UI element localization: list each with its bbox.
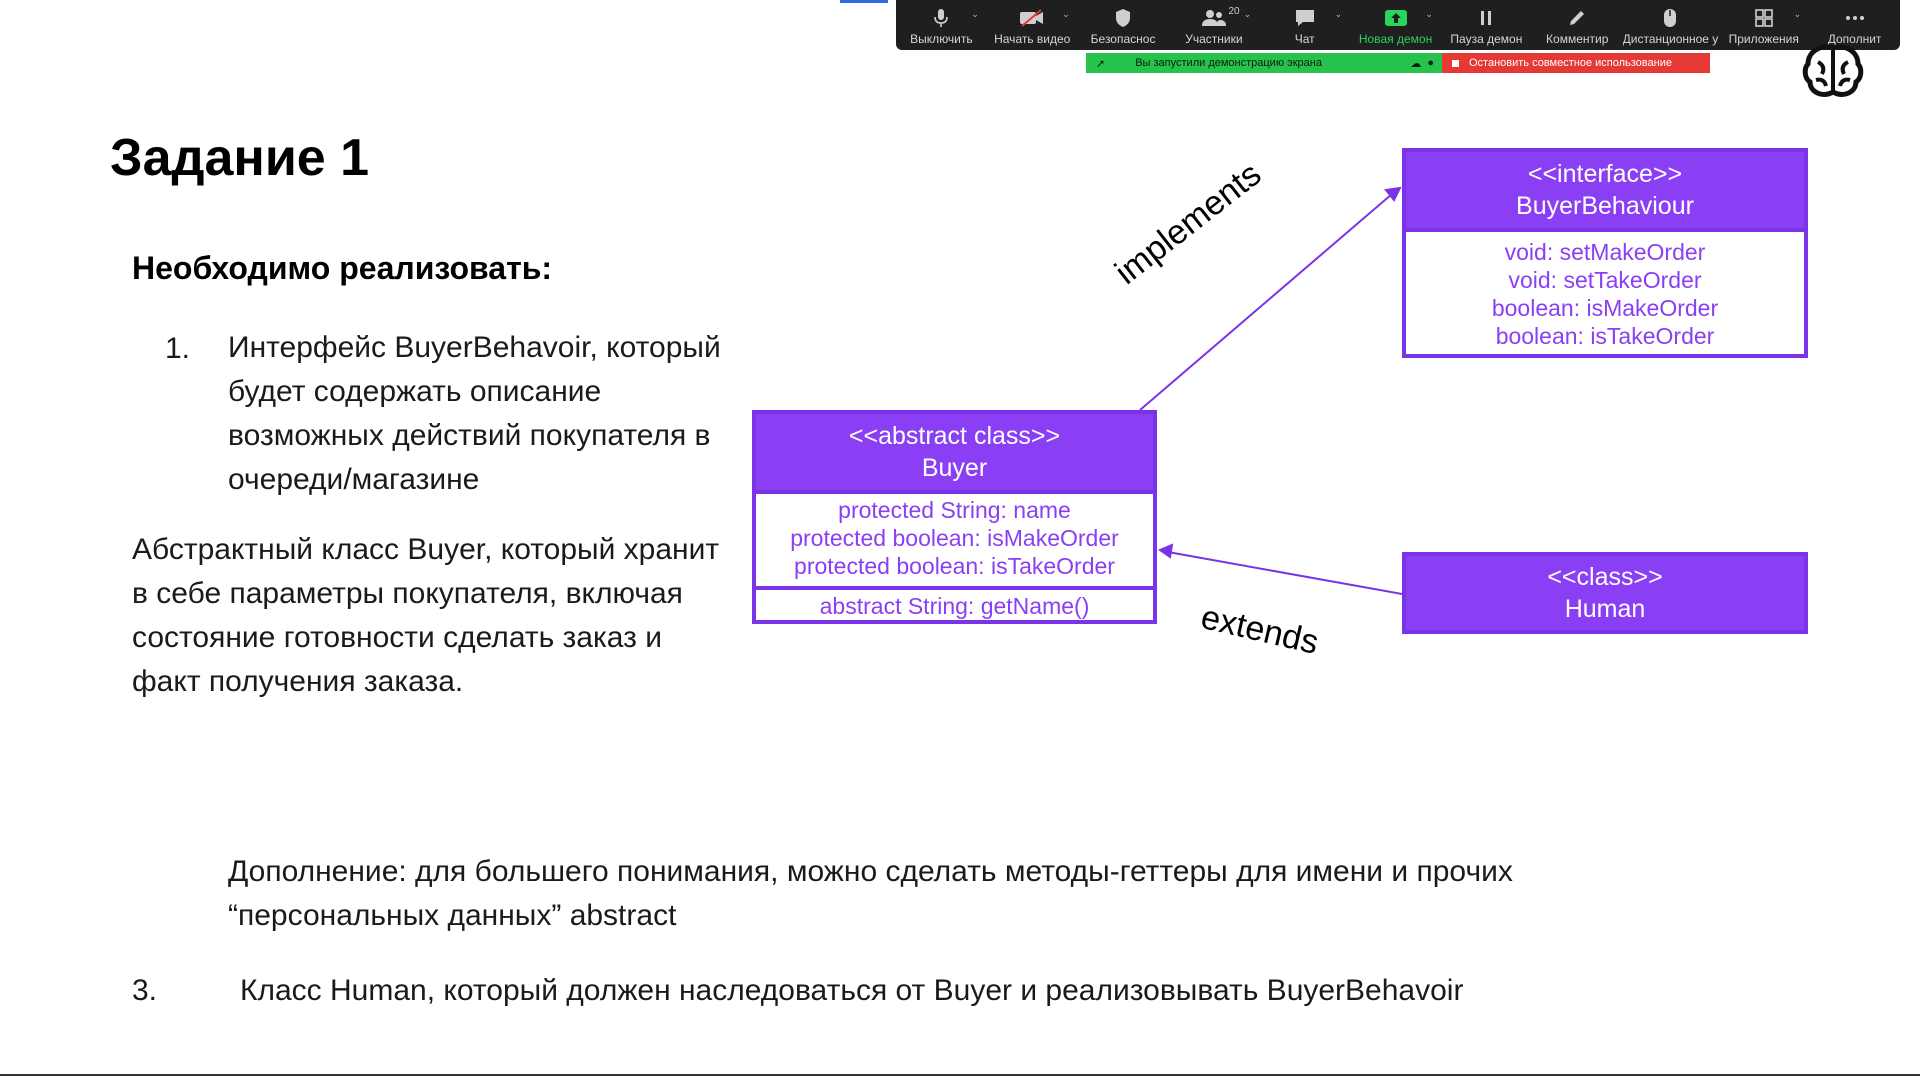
- security-label: Безопаснос: [1090, 32, 1156, 46]
- buyer-methods: abstract String: getName(): [756, 586, 1153, 620]
- buyer-stereotype: <<abstract class>>: [848, 422, 1061, 450]
- interface-method: void: setTakeOrder: [1508, 267, 1702, 293]
- buyer-method: abstract String: getName(): [819, 593, 1090, 619]
- new-share-label: Новая демон: [1358, 32, 1433, 46]
- buyer-fields: protected String: name protected boolean…: [756, 490, 1153, 586]
- buyer-class-box: <<abstract class>> Buyer protected Strin…: [752, 410, 1157, 624]
- remote-control-icon: [1657, 7, 1683, 29]
- buyer-name: Buyer: [921, 454, 988, 482]
- stop-share-button[interactable]: Остановить совместное использование: [1442, 53, 1710, 73]
- apps-label: Приложения: [1728, 32, 1799, 46]
- item3-number: 3.: [132, 974, 158, 1007]
- buyer-field: protected boolean: isTakeOrder: [794, 553, 1115, 579]
- annotate-label: Комментир: [1546, 32, 1609, 46]
- interface-method: boolean: isTakeOrder: [1495, 323, 1715, 349]
- remote-control-button[interactable]: Дистанционное у: [1622, 0, 1719, 50]
- human-name: Human: [1564, 595, 1646, 623]
- apps-icon: [1751, 7, 1777, 29]
- more-button[interactable]: Дополнит: [1809, 0, 1900, 50]
- shield-icon: ●: [1427, 57, 1434, 69]
- slide-title: Задание 1: [110, 129, 370, 187]
- human-class-box: <<class>> Human: [1402, 552, 1808, 634]
- abstract-class-paragraph: Абстрактный класс Buyer, который хранит …: [132, 533, 720, 698]
- buyer-field: protected String: name: [838, 497, 1071, 523]
- share-status-bar: ➚ Вы запустили демонстрацию экрана ☁ ●: [1086, 53, 1442, 73]
- slide-subtitle: Необходимо реализовать:: [132, 250, 553, 286]
- interface-method: void: setMakeOrder: [1504, 239, 1706, 265]
- interface-box: <<interface>> BuyerBehaviour void: setMa…: [1402, 148, 1808, 358]
- item1-number: 1.: [165, 332, 191, 365]
- interface-name: BuyerBehaviour: [1516, 192, 1694, 220]
- start-video-button[interactable]: ⌄ Начать видео: [987, 0, 1078, 50]
- remote-control-label: Дистанционное у: [1622, 32, 1719, 46]
- item3-text: Класс Human, который должен наследоватьс…: [240, 974, 1464, 1007]
- chevron-down-icon[interactable]: ⌄: [1243, 9, 1252, 19]
- implements-arrow: [1139, 193, 1393, 411]
- addition-note: Дополнение: для большего понимания, можн…: [228, 855, 1513, 932]
- chevron-down-icon[interactable]: ⌄: [1425, 9, 1433, 19]
- buyer-header: <<abstract class>> Buyer: [756, 414, 1153, 490]
- item1-text: Интерфейс BuyerBehavoir, который будет с…: [228, 331, 721, 496]
- microphone-icon: [928, 7, 954, 29]
- interface-header: <<interface>> BuyerBehaviour: [1406, 152, 1804, 228]
- extends-arrowhead: [1157, 543, 1174, 559]
- implements-arrowhead: [1384, 186, 1402, 202]
- video-off-icon: [1019, 7, 1045, 29]
- chevron-down-icon[interactable]: ⌄: [1334, 9, 1343, 19]
- chevron-down-icon[interactable]: ⌄: [971, 9, 979, 19]
- chat-button[interactable]: ⌄ Чат: [1259, 0, 1350, 50]
- new-share-button[interactable]: ⌄ Новая демон: [1350, 0, 1441, 50]
- stop-share-label: Остановить совместное использование: [1469, 57, 1672, 69]
- chat-icon: [1292, 7, 1318, 29]
- participants-icon: [1201, 7, 1227, 29]
- apps-button[interactable]: ⌄ Приложения: [1718, 0, 1809, 50]
- chevron-down-icon[interactable]: ⌄: [1062, 9, 1070, 19]
- participants-label: Участники: [1185, 32, 1243, 46]
- mute-button[interactable]: ⌄ Выключить: [896, 0, 987, 50]
- share-status-text: Вы запустили демонстрацию экрана: [1135, 57, 1322, 69]
- participants-button[interactable]: 20 ⌄ Участники: [1168, 0, 1259, 50]
- start-video-label: Начать видео: [994, 32, 1071, 46]
- extends-arrow: [1167, 551, 1403, 595]
- annotate-icon: [1564, 7, 1590, 29]
- pause-share-button[interactable]: Пауза демон: [1441, 0, 1532, 50]
- more-label: Дополнит: [1827, 32, 1882, 46]
- shield-icon: [1110, 7, 1136, 29]
- participants-count: 20: [1228, 6, 1240, 17]
- more-icon: [1842, 7, 1868, 29]
- pause-icon: [1473, 7, 1499, 29]
- human-header: <<class>> Human: [1406, 556, 1804, 630]
- brain-logo-icon: [1800, 42, 1866, 100]
- top-blue-indicator: [840, 0, 888, 3]
- pause-share-label: Пауза демон: [1450, 32, 1523, 46]
- slide-bottom-border: [0, 1074, 1920, 1076]
- interface-stereotype: <<interface>>: [1527, 160, 1683, 188]
- annotate-button[interactable]: Комментир: [1532, 0, 1623, 50]
- share-screen-icon: [1383, 7, 1409, 29]
- meeting-toolbar: ⌄ Выключить ⌄ Начать видео Безопаснос 20…: [896, 0, 1900, 50]
- buyer-field: protected boolean: isMakeOrder: [790, 525, 1119, 551]
- interface-method: boolean: isMakeOrder: [1491, 295, 1719, 321]
- chat-label: Чат: [1294, 32, 1315, 46]
- chevron-down-icon[interactable]: ⌄: [1793, 9, 1802, 19]
- stop-icon: [1452, 59, 1459, 67]
- pin-icon[interactable]: ➚: [1096, 57, 1106, 70]
- security-button[interactable]: Безопаснос: [1078, 0, 1169, 50]
- human-stereotype: <<class>>: [1547, 563, 1663, 591]
- interface-methods: void: setMakeOrder void: setTakeOrder bo…: [1406, 228, 1804, 350]
- mute-label: Выключить: [910, 32, 973, 46]
- cloud-icon: ☁: [1410, 57, 1422, 70]
